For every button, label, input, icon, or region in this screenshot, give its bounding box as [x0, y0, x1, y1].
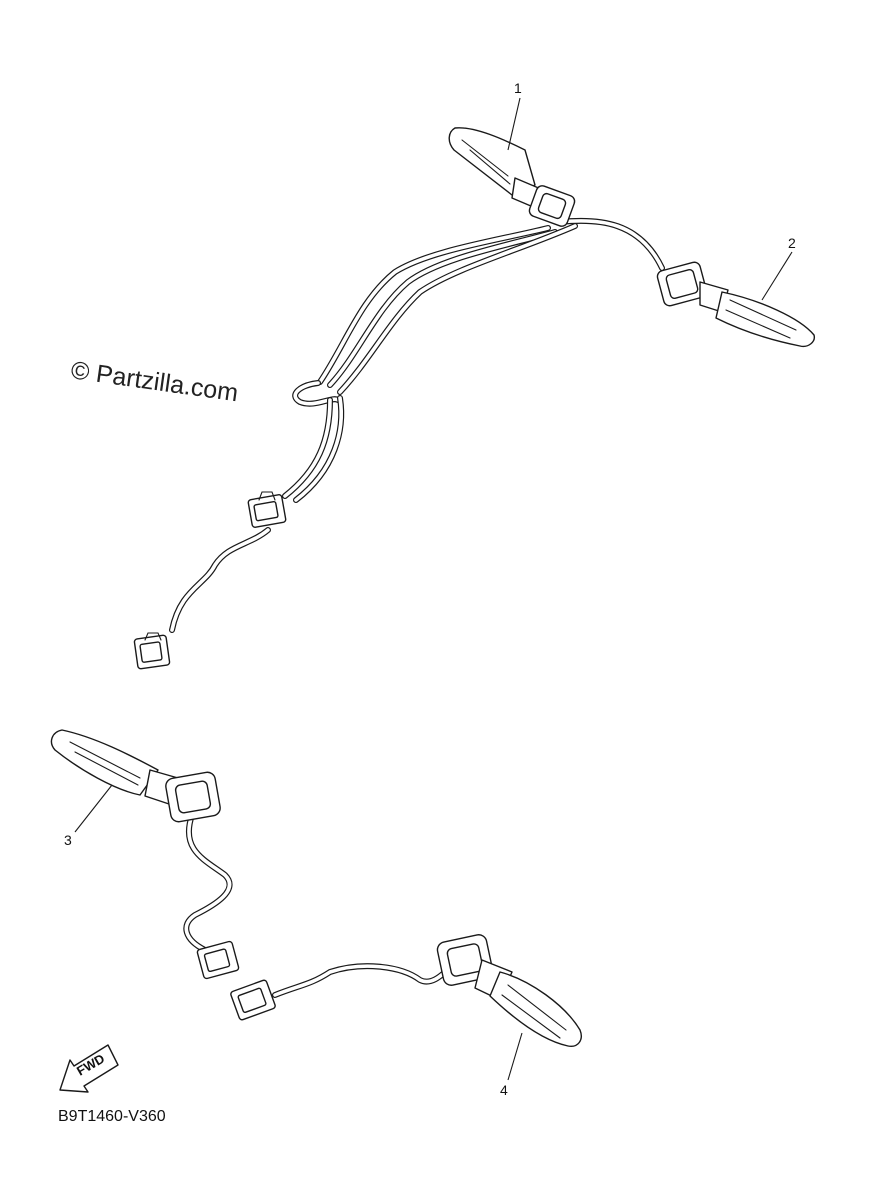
rear-wire-harness — [133, 217, 665, 670]
callout-label-3: 2 — [788, 235, 796, 251]
front-wire-harness — [183, 812, 455, 1021]
part-3-rear-flasher-light — [656, 261, 815, 348]
callout-4: 1 — [507, 80, 522, 151]
callout-label-4: 1 — [514, 80, 522, 96]
rear-connector-lower — [133, 632, 171, 670]
callout-2: 3 — [64, 784, 113, 848]
forward-arrow-icon: FWD — [59, 1044, 119, 1093]
diagram-code: B9T1460-V360 — [58, 1108, 166, 1125]
front-connector-lower — [230, 979, 276, 1021]
part-2-front-flasher-light — [50, 729, 221, 823]
watermark-text: © Partzilla.com — [69, 356, 240, 407]
callout-3: 2 — [761, 235, 796, 301]
front-connector-upper — [196, 940, 240, 980]
rear-connector-upper — [247, 491, 287, 528]
callout-1: 4 — [500, 1032, 523, 1098]
callout-label-1: 4 — [500, 1082, 508, 1098]
callout-label-2: 3 — [64, 832, 72, 848]
part-1-front-flasher-light — [436, 934, 582, 1047]
part-4-rear-flasher-light — [448, 127, 576, 227]
